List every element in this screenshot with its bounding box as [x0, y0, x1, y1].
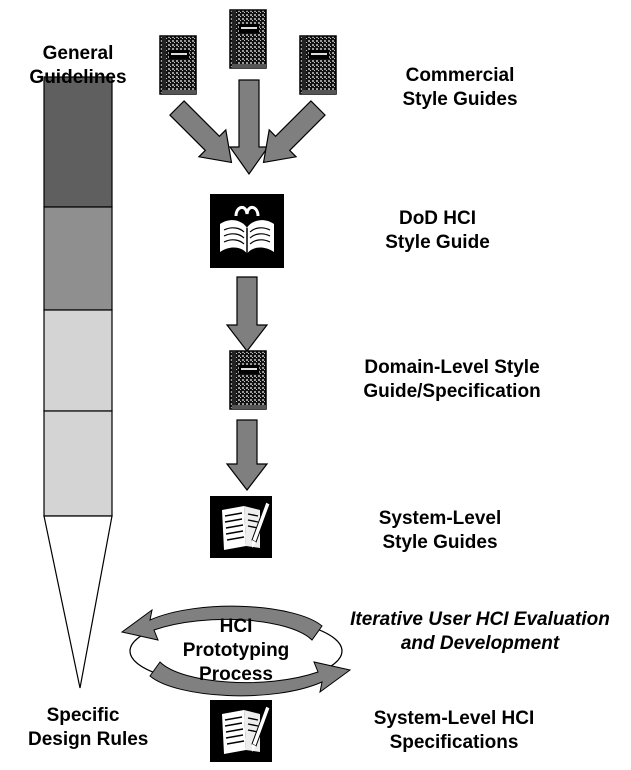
notebook-pen-icon [209, 495, 273, 559]
dod-label-line: DoD HCI [398, 208, 477, 229]
prototyping-label-line: HCI [219, 616, 253, 637]
system-spec-label-line: System-Level HCI [373, 708, 535, 729]
open-book-icon [210, 194, 284, 268]
prototyping-label-line: Process [199, 664, 273, 685]
scale-bottom-label-line: Specific [46, 705, 120, 726]
iterative-label-line: and Development [400, 633, 560, 654]
system-level-spec-label: System-Level HCI Specifications [358, 707, 550, 755]
system-level-label: System-Level Style Guides [360, 507, 520, 555]
prototyping-label-line: Prototyping [182, 640, 290, 661]
domain-level-label: Domain-Level Style Guide/Specification [348, 356, 556, 404]
dod-label-line: Style Guide [385, 232, 490, 253]
domain-label-line: Guide/Specification [363, 381, 541, 402]
scale-top-label: General Guidelines [28, 42, 128, 90]
scale-bottom-label-line: Design Rules [28, 729, 149, 750]
arrow-commercial-center-to-dod [228, 79, 270, 176]
scale-bar-segment-specific [43, 410, 113, 517]
scale-bar-segment-upper-mid [43, 206, 113, 311]
arrow-commercial-right-to-dod [262, 100, 326, 164]
book-icon [159, 35, 197, 95]
commercial-style-guides-label: Commercial Style Guides [380, 64, 540, 112]
commercial-label-line: Commercial [405, 65, 515, 86]
system-label-line: System-Level [378, 508, 502, 529]
book-icon [229, 350, 267, 410]
scale-bottom-label: Specific Design Rules [28, 704, 149, 752]
dod-style-guide-label: DoD HCI Style Guide [365, 207, 510, 255]
domain-label-line: Domain-Level Style [364, 357, 540, 378]
book-icon [229, 9, 267, 69]
arrow-dod-to-domain [225, 276, 269, 352]
arrow-domain-to-system [225, 419, 269, 491]
iterative-label-line: Iterative User HCI Evaluation [350, 609, 610, 630]
scale-bar-segment-lower-mid [43, 309, 113, 412]
scale-top-label-line: Guidelines [29, 67, 127, 88]
notebook-pen-icon [209, 699, 273, 763]
prototyping-center-label: HCI Prototyping Process [176, 615, 296, 687]
arrow-commercial-left-to-dod [169, 100, 233, 164]
loop-arrow-top [120, 605, 323, 641]
book-icon [299, 35, 337, 95]
system-label-line: Style Guides [382, 532, 498, 553]
loop-arrow-bottom [149, 661, 352, 697]
system-spec-label-line: Specifications [389, 732, 519, 753]
commercial-label-line: Style Guides [402, 89, 518, 110]
scale-taper-tip [43, 515, 113, 689]
scale-bar-segment-general [43, 76, 113, 208]
scale-top-label-line: General [42, 43, 114, 64]
iterative-evaluation-label: Iterative User HCI Evaluation and Develo… [330, 608, 630, 656]
